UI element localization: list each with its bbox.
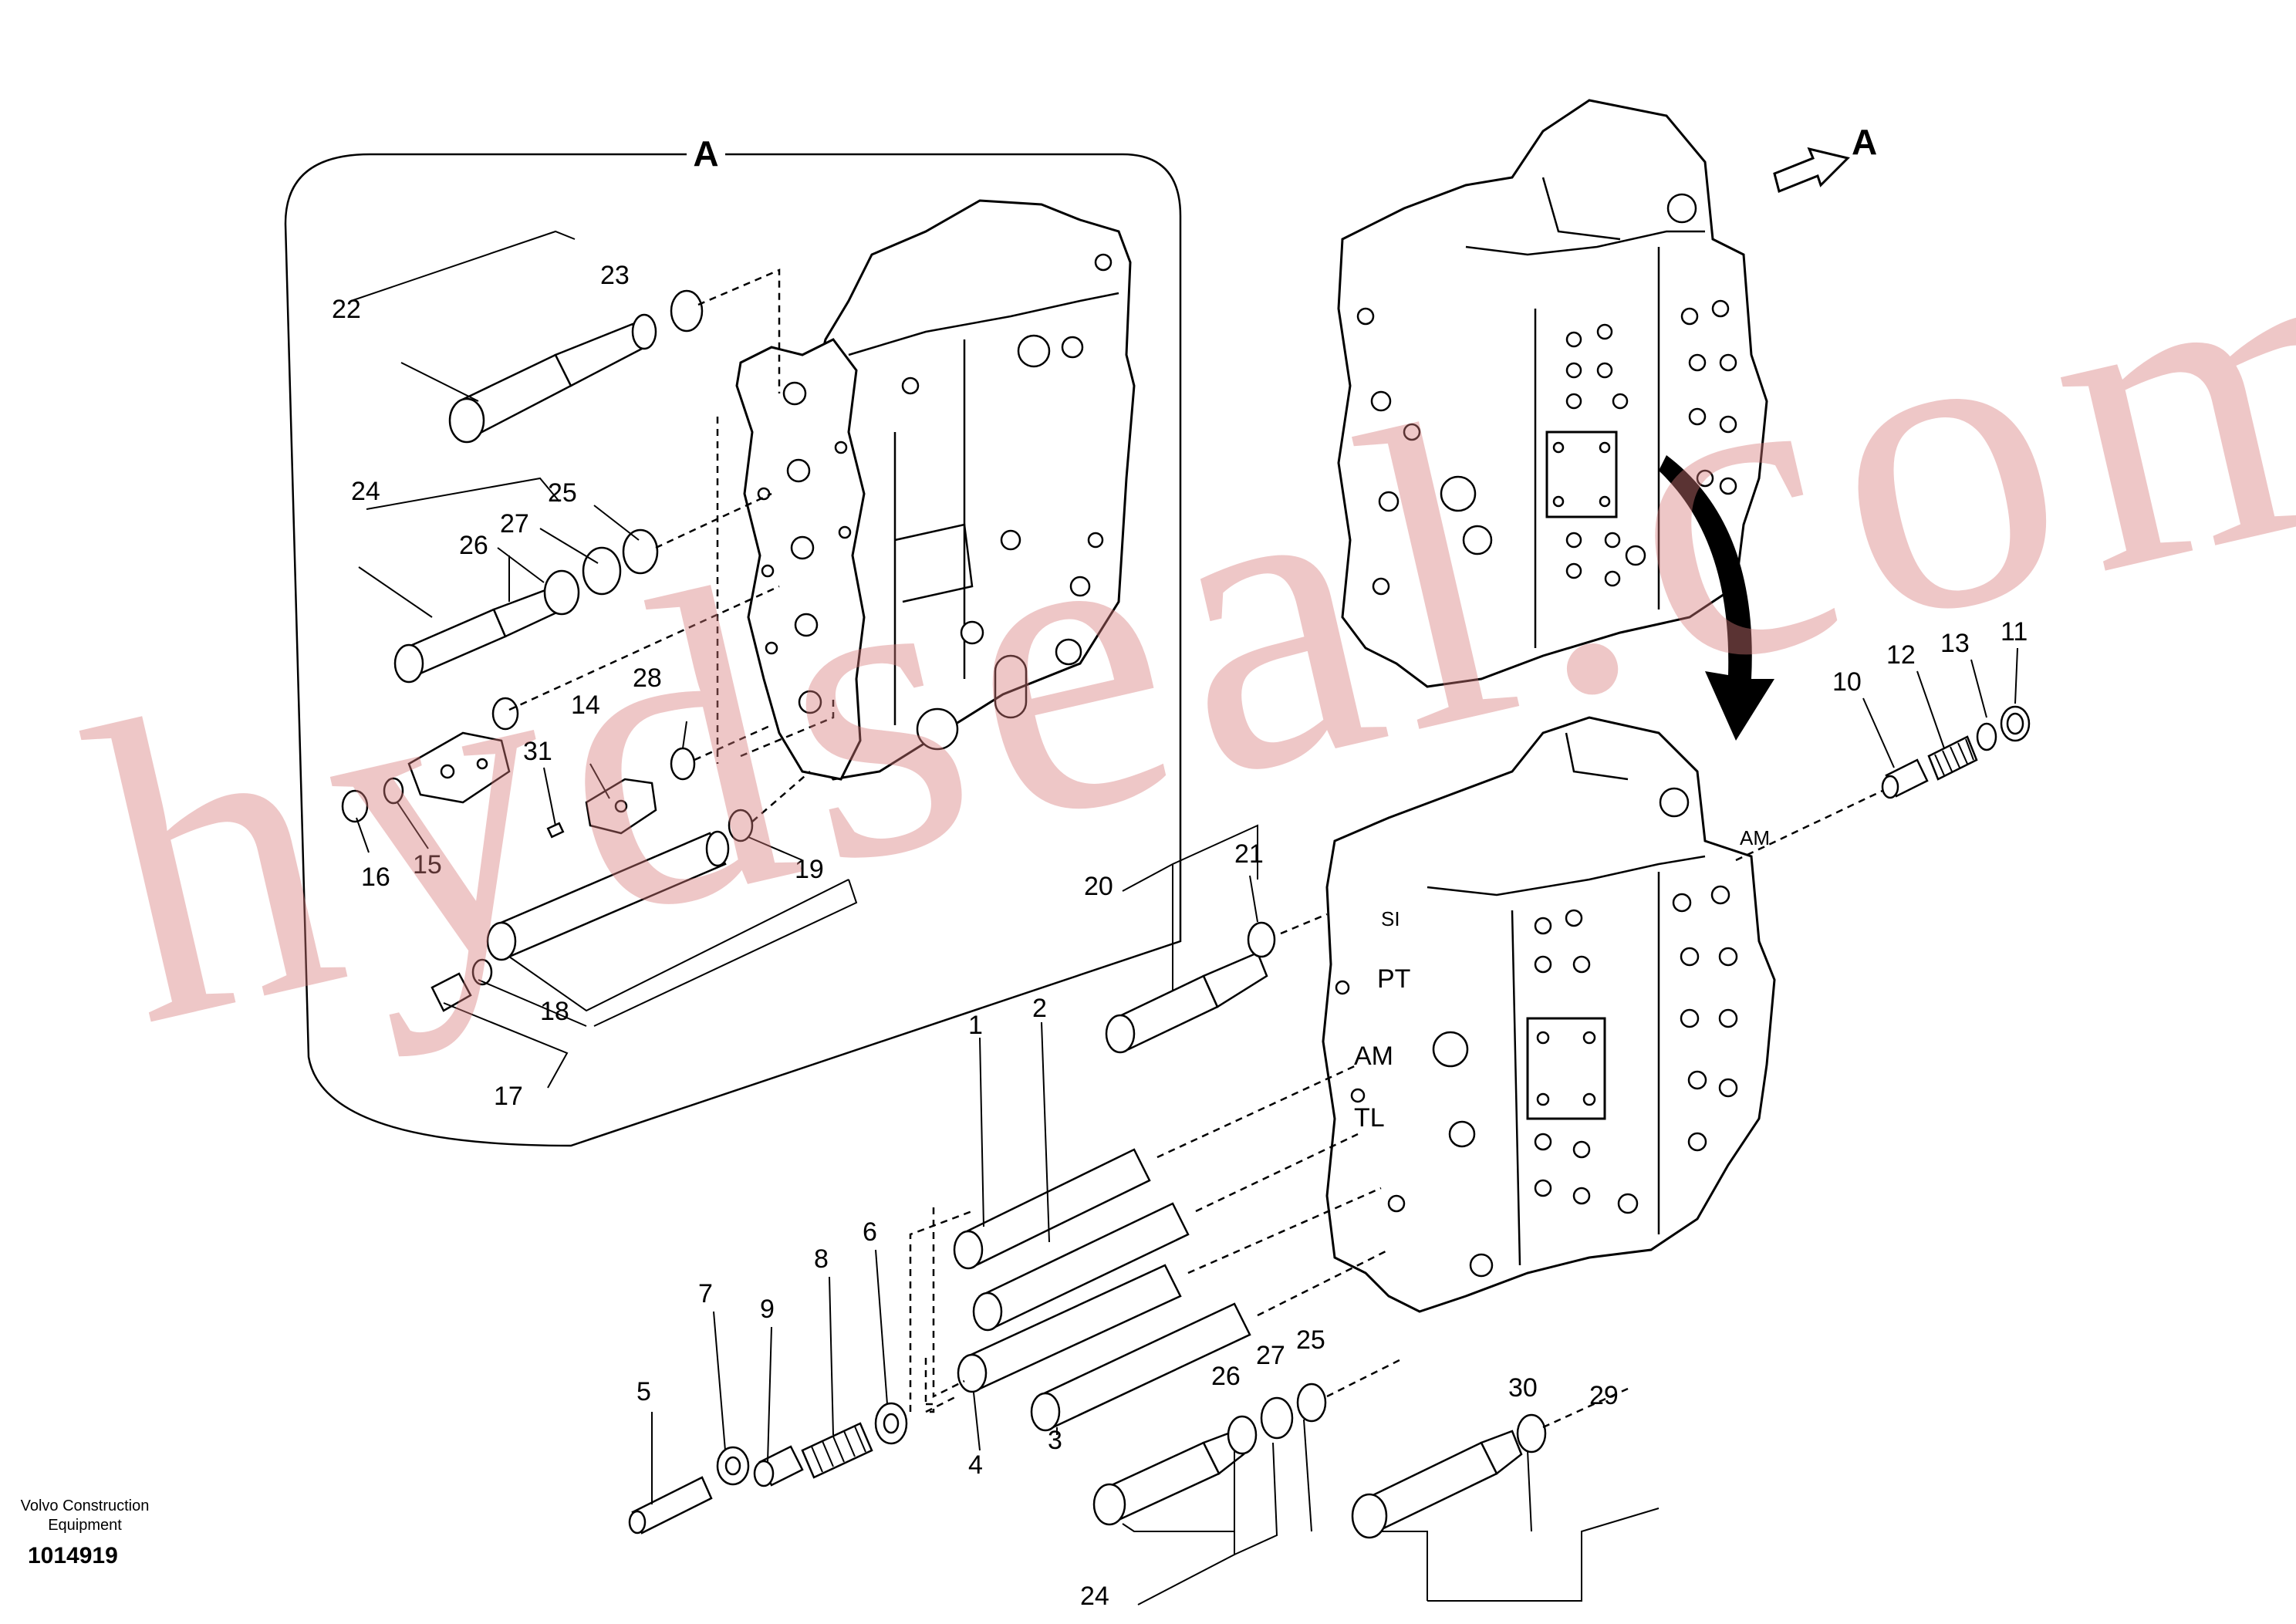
detail-valve-body <box>809 199 1136 781</box>
port-label-pt: PT <box>1377 964 1410 994</box>
callout-9: 9 <box>760 1295 775 1324</box>
view-direction-arrow <box>1773 147 1850 194</box>
callout-1: 1 <box>968 1011 983 1040</box>
callout-7: 7 <box>698 1279 713 1308</box>
callout-26-detail: 26 <box>459 531 488 560</box>
callout-6: 6 <box>863 1217 877 1247</box>
detail-view-label: A <box>693 133 718 174</box>
callout-2: 2 <box>1032 994 1047 1023</box>
valve-body-view-a <box>1337 99 1768 688</box>
callout-15: 15 <box>413 850 442 880</box>
company-line-2: Equipment <box>48 1517 122 1534</box>
callout-28: 28 <box>633 663 662 693</box>
callout-22: 22 <box>332 295 361 324</box>
callout-13: 13 <box>1940 629 1970 658</box>
view-arrow-label: A <box>1852 122 1877 162</box>
transition-arrow <box>1659 455 1774 741</box>
callout-17: 17 <box>494 1082 523 1111</box>
port-label-tl: TL <box>1354 1103 1385 1133</box>
main-valve-body <box>1322 716 1776 1313</box>
callout-3: 3 <box>1048 1426 1062 1455</box>
o-ring-26 <box>1227 1415 1258 1455</box>
callout-4: 4 <box>968 1450 983 1480</box>
right-parts <box>1881 705 2031 799</box>
o-ring-27-detail <box>582 546 622 596</box>
callout-12: 12 <box>1886 640 1916 670</box>
o-ring-30 <box>1516 1413 1547 1453</box>
o-ring-26-detail <box>543 569 580 616</box>
o-ring-25-detail <box>622 528 659 575</box>
callout-27-detail: 27 <box>500 509 529 539</box>
callout-23: 23 <box>600 261 630 290</box>
port-label-am-top: AM <box>1740 826 1770 849</box>
callout-18: 18 <box>540 997 569 1026</box>
detail-a-frame <box>284 153 1182 1147</box>
cover-plate <box>407 731 511 804</box>
o-ring-13 <box>1976 722 1997 751</box>
o-ring-21 <box>1247 921 1276 958</box>
port-label-si: SI <box>1381 907 1400 930</box>
o-ring-23 <box>670 289 704 333</box>
port-label-am: AM <box>1354 1042 1393 1071</box>
callout-25-detail: 25 <box>548 478 577 508</box>
company-line-1: Volvo Construction <box>20 1497 150 1514</box>
detail-parts <box>341 289 754 1012</box>
o-ring-15 <box>383 777 404 805</box>
callout-8: 8 <box>814 1244 829 1274</box>
callout-27: 27 <box>1256 1341 1285 1370</box>
callout-29: 29 <box>1589 1381 1619 1410</box>
callout-5: 5 <box>636 1377 651 1406</box>
o-ring-28 <box>670 747 696 781</box>
callout-20: 20 <box>1084 872 1113 901</box>
callout-25: 25 <box>1296 1325 1325 1355</box>
plug-17 <box>430 972 472 1012</box>
callout-26: 26 <box>1211 1362 1241 1391</box>
plug-16 <box>341 789 369 823</box>
o-ring-27 <box>1260 1396 1294 1440</box>
callout-21: 21 <box>1234 839 1264 869</box>
callout-10: 10 <box>1832 667 1862 697</box>
drawing-number: 1014919 <box>28 1543 118 1568</box>
callout-24: 24 <box>1080 1582 1109 1611</box>
callout-16: 16 <box>361 863 390 892</box>
spool-detail <box>492 832 727 958</box>
detail-gasket-plate <box>735 338 866 781</box>
company-name: Volvo Construction Equipment <box>0 1497 170 1535</box>
callout-19: 19 <box>795 855 824 884</box>
lower-parts <box>628 921 1547 1539</box>
o-ring-19 <box>728 809 754 842</box>
callout-11: 11 <box>2001 617 2028 647</box>
o-ring-25 <box>1296 1383 1327 1423</box>
callout-24-detail: 24 <box>351 477 380 506</box>
callout-31: 31 <box>523 737 552 766</box>
callout-14: 14 <box>571 690 600 720</box>
callout-30: 30 <box>1508 1373 1538 1403</box>
o-ring-18 <box>471 958 493 986</box>
